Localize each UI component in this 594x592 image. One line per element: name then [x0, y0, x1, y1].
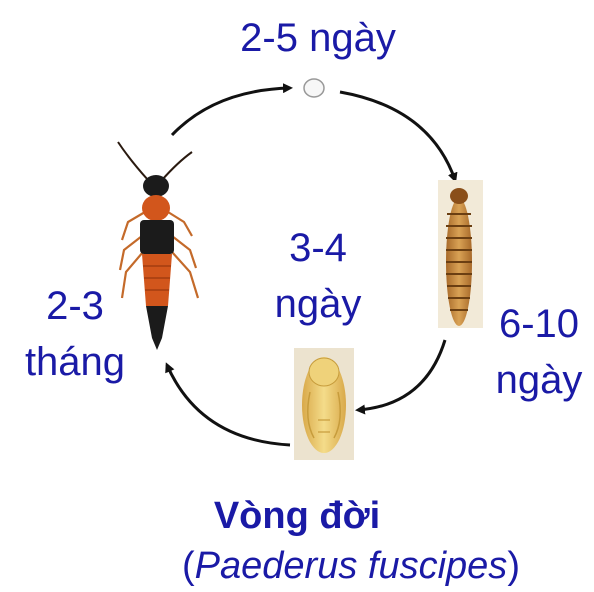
- pupa-duration-label-line2: ngày: [258, 282, 378, 326]
- scientific-name: Paederus fuscipes: [195, 545, 508, 587]
- arrow-pupa-to-adult: [167, 365, 290, 445]
- egg-duration-label: 2-5 ngày: [218, 16, 418, 60]
- egg-icon: [304, 79, 324, 97]
- pupa-duration-label-line1: 3-4: [258, 226, 378, 270]
- pupa-icon: [294, 348, 354, 460]
- arrow-egg-to-larva: [340, 92, 455, 180]
- larva-duration-label-line2: ngày: [484, 358, 594, 402]
- adult-duration-label-line2: tháng: [12, 340, 138, 384]
- larva-duration-label-line1: 6-10: [484, 302, 594, 346]
- caption-paren-close: ): [507, 545, 520, 587]
- caption-scientific-name: (Paederus fuscipes): [108, 545, 594, 588]
- caption-paren-open: (: [182, 545, 195, 587]
- arrow-adult-to-egg: [172, 88, 290, 135]
- caption-title: Vòng đời: [0, 495, 594, 538]
- adult-duration-label-line1: 2-3: [12, 284, 138, 328]
- arrow-larva-to-pupa: [358, 340, 445, 410]
- larva-icon: [438, 180, 483, 328]
